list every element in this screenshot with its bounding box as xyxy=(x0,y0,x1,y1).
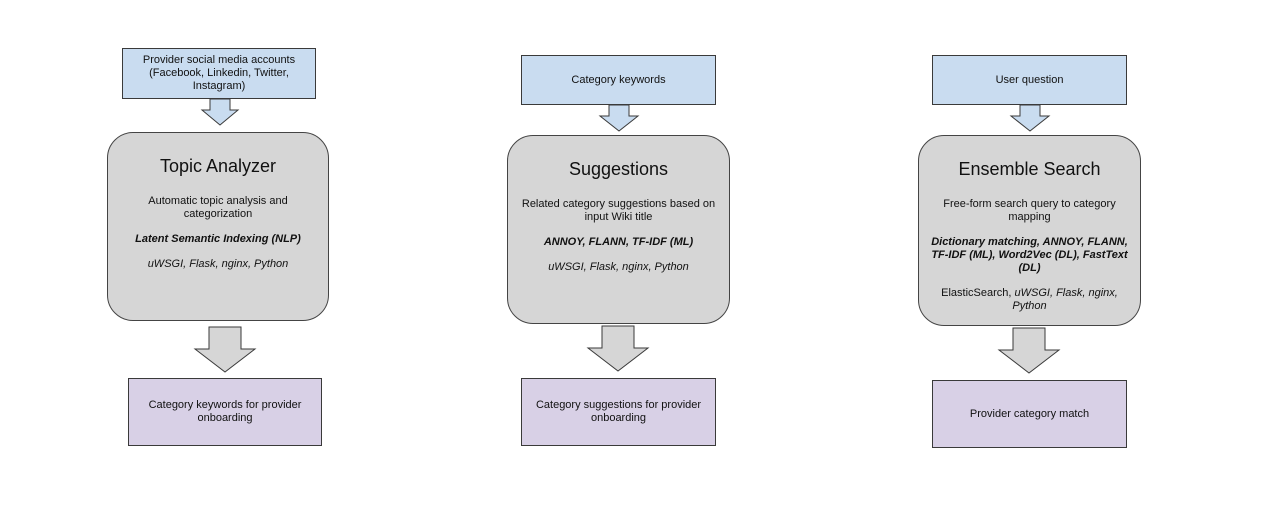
process-methods: Latent Semantic Indexing (NLP) xyxy=(135,233,301,245)
input-box: User question xyxy=(932,55,1127,105)
output-box: Category suggestions for provider onboar… xyxy=(521,378,716,446)
process-box: Ensemble Search Free-form search query t… xyxy=(918,135,1141,326)
process-title: Ensemble Search xyxy=(958,159,1101,179)
process-description: Related category suggestions based on in… xyxy=(521,198,716,223)
process-stack: uWSGI, Flask, nginx, Python xyxy=(118,258,318,271)
input-box: Category keywords xyxy=(521,55,716,105)
down-arrow-icon xyxy=(193,326,257,373)
input-text: Provider social media accounts (Facebook… xyxy=(142,54,296,92)
down-arrow-icon xyxy=(586,325,650,372)
down-arrow-icon xyxy=(598,104,640,132)
process-title: Suggestions xyxy=(568,159,669,179)
input-text: User question xyxy=(995,73,1064,86)
down-arrow-icon xyxy=(1009,104,1051,132)
process-description: Automatic topic analysis and categorizat… xyxy=(148,195,288,220)
process-stack: ElasticSearch, uWSGI, Flask, nginx, Pyth… xyxy=(929,287,1130,313)
process-title: Topic Analyzer xyxy=(159,156,277,176)
stack-plain: ElasticSearch, xyxy=(941,287,1015,299)
input-text: Category keywords xyxy=(571,73,666,86)
stack-italic: uWSGI, Flask, nginx, Python xyxy=(1012,287,1118,312)
stack-italic: uWSGI, Flask, nginx, Python xyxy=(548,261,689,273)
output-text: Category keywords for provider onboardin… xyxy=(148,399,302,424)
process-stack: uWSGI, Flask, nginx, Python xyxy=(518,261,719,274)
down-arrow-icon xyxy=(997,327,1061,374)
down-arrow-icon xyxy=(200,98,240,126)
process-box: Suggestions Related category suggestions… xyxy=(507,135,730,324)
input-box: Provider social media accounts (Facebook… xyxy=(122,48,316,99)
process-description: Free-form search query to category mappi… xyxy=(943,198,1116,223)
process-box: Topic Analyzer Automatic topic analysis … xyxy=(107,132,329,321)
stack-italic: uWSGI, Flask, nginx, Python xyxy=(147,258,289,270)
process-methods: ANNOY, FLANN, TF-IDF (ML) xyxy=(543,236,694,248)
output-text: Provider category match xyxy=(969,407,1090,420)
process-methods: Dictionary matching, ANNOY, FLANN, TF-ID… xyxy=(931,236,1128,274)
output-box: Category keywords for provider onboardin… xyxy=(128,378,322,446)
output-text: Category suggestions for provider onboar… xyxy=(535,399,702,424)
output-box: Provider category match xyxy=(932,380,1127,448)
